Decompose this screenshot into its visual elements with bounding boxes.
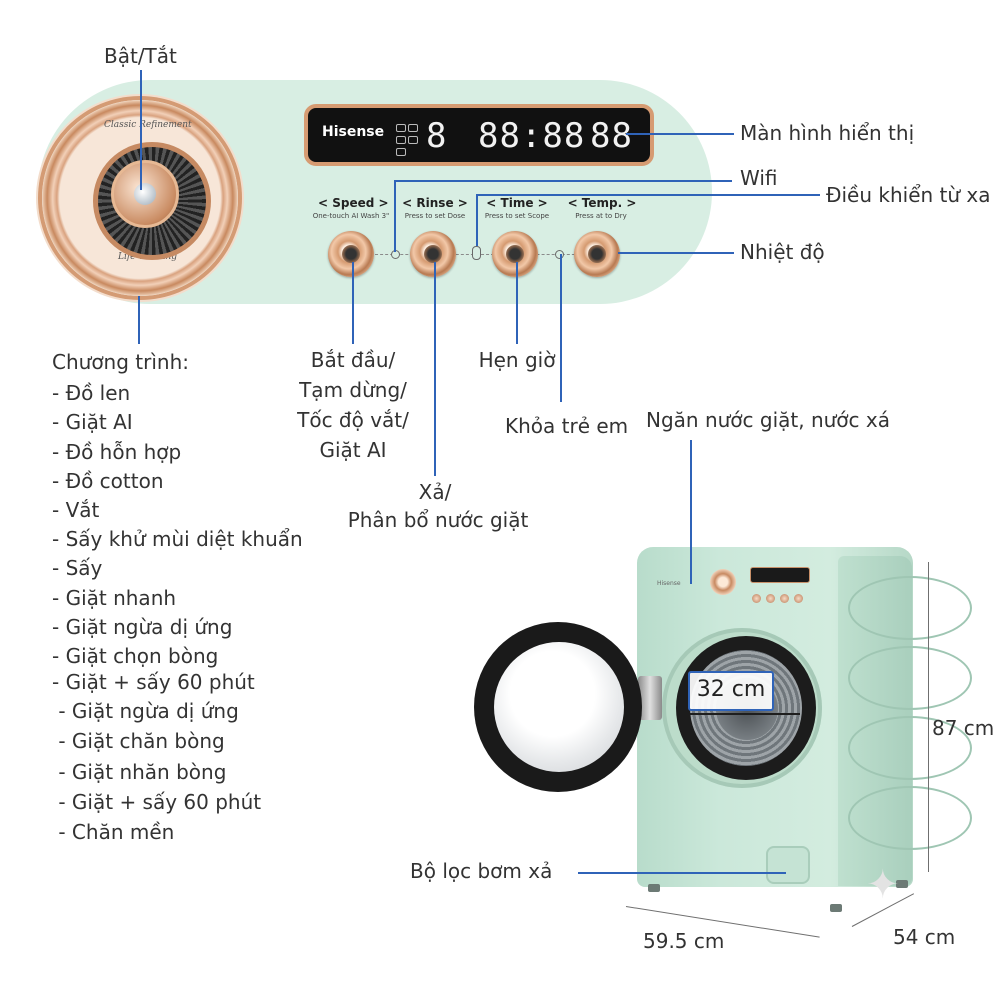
display-digit-temp: 88 <box>590 116 633 156</box>
status-icon <box>408 124 418 132</box>
remote-leader-h <box>476 194 820 196</box>
remote-indicator-icon <box>472 246 481 260</box>
height-dimension-line <box>928 562 929 872</box>
width-label: 59.5 cm <box>643 929 725 953</box>
wifi-label: Wifi <box>740 166 778 190</box>
dial-brand-script: Classic Refinement <box>104 120 192 130</box>
speed-label: < Speed > <box>318 196 389 210</box>
start-label-3: Tốc độ vắt/ <box>297 408 409 432</box>
detergent-leader <box>690 440 692 584</box>
start-label-4: Giặt AI <box>319 438 387 462</box>
program-item: - Sấy <box>52 556 103 580</box>
program-item: - Vắt <box>52 498 100 522</box>
washer-button <box>766 594 775 603</box>
program-item: - Giặt nhăn bòng <box>52 760 227 784</box>
display-leader <box>626 133 734 135</box>
sparkle-icon: ✦ <box>866 862 900 908</box>
door-hinge <box>638 676 662 720</box>
depth-label: 54 cm <box>893 925 956 949</box>
power-button[interactable] <box>134 183 156 205</box>
power-label: Bật/Tắt <box>104 44 177 68</box>
rinse-label: < Rinse > <box>402 196 468 210</box>
display-label: Màn hình hiển thị <box>740 121 915 145</box>
time-sublabel: Press to set Scope <box>484 212 550 220</box>
display-screen: Hisense 8 88:88 88 <box>304 104 654 166</box>
height-label: 87 cm <box>932 716 995 740</box>
rinse-label-1: Xả/ <box>418 480 452 504</box>
status-icon <box>396 124 406 132</box>
drain-filter-cover <box>766 846 810 884</box>
remote-leader-v <box>476 194 478 246</box>
washer-button <box>780 594 789 603</box>
program-item: - Giặt ngừa dị ứng <box>52 615 233 639</box>
program-item: - Giặt chăn bòng <box>52 729 225 753</box>
start-leader <box>352 262 354 344</box>
drum-diameter-badge: 32 cm <box>688 671 774 711</box>
program-item: - Giặt + sấy 60 phút <box>52 670 255 694</box>
speed-button[interactable] <box>328 231 374 277</box>
start-label-2: Tạm dừng/ <box>299 378 407 402</box>
child-lock-indicator-icon <box>555 250 564 259</box>
temp-label: < Temp. > <box>567 196 637 210</box>
filter-leader <box>578 872 786 874</box>
program-item: - Giặt AI <box>52 410 133 434</box>
temp-sublabel: Press at to Dry <box>575 212 627 220</box>
child-lock-leader <box>560 254 562 402</box>
timer-label: Hẹn giờ <box>478 348 556 372</box>
door-glass <box>494 642 624 772</box>
program-item: - Giặt + sấy 60 phút <box>52 790 262 814</box>
program-leader <box>138 296 140 344</box>
rinse-leader <box>434 262 436 476</box>
program-item: - Sấy khử mùi diệt khuẩn <box>52 527 303 551</box>
program-item: - Đồ cotton <box>52 469 164 493</box>
speed-sublabel: One-touch AI Wash 3" <box>312 212 390 220</box>
remote-label: Điều khiển từ xa <box>826 183 991 207</box>
display-digit-cycle: 8 <box>426 116 448 156</box>
drum-diameter-arrow <box>690 713 800 715</box>
program-item: - Chăn mền <box>52 820 175 844</box>
washer-foot <box>648 884 660 892</box>
temperature-leader <box>618 252 734 254</box>
program-item: - Giặt chọn bòng <box>52 644 219 668</box>
power-leader <box>140 70 142 190</box>
washer-display <box>750 567 810 583</box>
program-item: - Giặt ngừa dị ứng <box>52 699 239 723</box>
washer-foot <box>830 904 842 912</box>
filter-label: Bộ lọc bơm xả <box>410 859 553 883</box>
time-label: < Time > <box>486 196 548 210</box>
wifi-leader-h <box>394 180 732 182</box>
brand-logo: Hisense <box>322 124 385 140</box>
time-button[interactable] <box>492 231 538 277</box>
display-digit-time: 88:88 <box>478 116 586 156</box>
program-item: - Giặt nhanh <box>52 586 177 610</box>
programs-title: Chương trình: <box>52 350 189 374</box>
washer-button <box>794 594 803 603</box>
temp-button[interactable] <box>574 231 620 277</box>
washer-side-panel <box>838 556 972 886</box>
child-lock-label: Khỏa trẻ em <box>505 414 629 438</box>
timer-leader <box>516 262 518 344</box>
program-item: - Đồ hỗn hợp <box>52 440 182 464</box>
rinse-label-2: Phân bổ nước giặt <box>347 508 529 532</box>
status-icon <box>408 136 418 144</box>
program-item: - Đồ len <box>52 381 131 405</box>
status-icon <box>396 136 406 144</box>
rinse-sublabel: Press to set Dose <box>404 212 466 220</box>
washer-dial <box>710 569 736 595</box>
temperature-label: Nhiệt độ <box>740 240 825 264</box>
status-icon <box>396 148 406 156</box>
start-label-1: Bắt đầu/ <box>310 348 396 372</box>
rinse-button[interactable] <box>410 231 456 277</box>
wifi-leader-v <box>394 180 396 252</box>
washer-brand-logo: Hisense <box>657 580 681 587</box>
detergent-label: Ngăn nước giặt, nước xá <box>646 408 890 432</box>
washer-foot <box>896 880 908 888</box>
washer-button <box>752 594 761 603</box>
